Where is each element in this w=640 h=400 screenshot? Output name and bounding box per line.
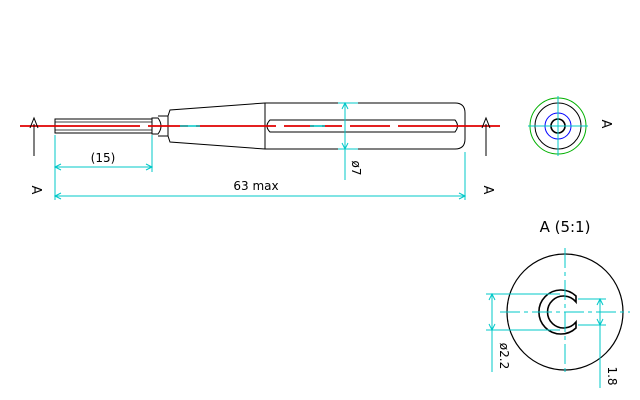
end-view-letter: A bbox=[598, 120, 613, 129]
dim-d7-arrow-top bbox=[341, 101, 349, 110]
dim-d22-arrow-bottom bbox=[488, 323, 496, 332]
detail-title: A (5:1) bbox=[540, 218, 591, 236]
end-view: A bbox=[528, 96, 613, 156]
section-letter-right: A bbox=[480, 186, 495, 195]
section-arrow-left-head bbox=[29, 116, 39, 129]
section-arrow-right-head bbox=[481, 116, 491, 129]
detail-slotted-bore bbox=[538, 289, 577, 335]
dim-63-arrow-left bbox=[53, 192, 62, 200]
dim-d22-label: ø2.2 bbox=[497, 343, 511, 369]
detail-view: A (5:1) ø2.2 1.8 bbox=[486, 218, 630, 388]
dim-15-arrow-right bbox=[145, 163, 154, 171]
dim-18-label: 1.8 bbox=[605, 366, 619, 385]
connector-neck bbox=[151, 117, 162, 135]
dim-15-label: (15) bbox=[91, 151, 116, 165]
inner-slot bbox=[266, 119, 458, 133]
side-view: A A (15) 63 max ø7 bbox=[20, 101, 500, 200]
dim-18-arrow-top bbox=[596, 297, 604, 306]
dim-d22-arrow-top bbox=[488, 292, 496, 301]
dim-15-arrow-left bbox=[53, 163, 62, 171]
dim-d7-arrow-bottom bbox=[341, 142, 349, 151]
dim-63-arrow-right bbox=[458, 192, 467, 200]
dim-18-arrow-bottom bbox=[596, 318, 604, 327]
dim-d7-label: ø7 bbox=[349, 161, 363, 176]
dim-63-label: 63 max bbox=[233, 179, 278, 193]
section-letter-left: A bbox=[28, 186, 43, 195]
